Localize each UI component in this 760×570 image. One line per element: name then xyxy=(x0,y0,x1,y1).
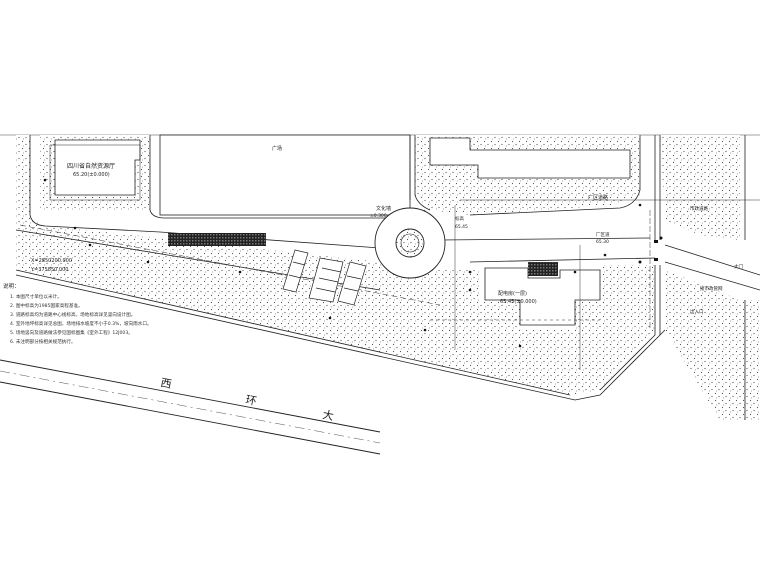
dimension-lines xyxy=(19,199,760,370)
level-elevation: 65.45 xyxy=(455,224,468,230)
coordinate-x: X=2850200.000 xyxy=(31,258,72,264)
coordinate-y: Y=375850.000 xyxy=(30,267,68,273)
building-left-label: 四川省自然资源厅 xyxy=(67,162,115,170)
roundabout-label: 文化墙 xyxy=(376,205,391,212)
road-name-char-3: 大 xyxy=(321,407,334,423)
notes-block: 说明： 1. 本图尺寸单位以米计。 2. 图中标高为1985国家高程基准。 3.… xyxy=(3,282,152,345)
hatched-equipment xyxy=(528,262,558,276)
gate-posts xyxy=(638,236,663,264)
plaza-label: 广场 xyxy=(272,145,282,152)
municipal-road-label: 市政道路 xyxy=(690,205,708,212)
gate-label: 大门 xyxy=(734,263,743,270)
note-line: 2. 图中标高为1985国家高程基准。 xyxy=(10,302,83,309)
note-line: 6. 未注明部分按相关规范执行。 xyxy=(10,338,76,345)
building-center-elevation: 65.45(±0.000) xyxy=(500,299,537,305)
main-avenue xyxy=(0,359,381,455)
municipal-sub-label: 接市政管网 xyxy=(700,285,723,292)
right-road-elevation: 65.30 xyxy=(596,239,609,245)
note-line: 5. 场地竖向及道路做法参见国标图集《室外工程》12J003。 xyxy=(10,329,133,336)
hatched-parking xyxy=(168,233,266,246)
roundabout xyxy=(374,207,446,279)
note-line: 1. 本图尺寸单位以米计。 xyxy=(10,293,62,300)
building-center-label: 配电房(一层) xyxy=(498,290,527,297)
survey-points xyxy=(43,178,642,348)
building-center xyxy=(484,267,601,326)
level-label: 标高 xyxy=(455,215,464,222)
roads xyxy=(15,135,760,420)
note-line: 4. 室外地坪标高详见总图，场地排水坡度不小于0.3%，坡向雨水口。 xyxy=(10,320,152,327)
stall-blocks xyxy=(282,249,367,306)
road-name-char-2: 环 xyxy=(244,393,257,408)
building-left-elevation: 65.20(±0.000) xyxy=(73,172,110,178)
road-name-char-1: 西 xyxy=(159,376,172,391)
plaza-area xyxy=(159,134,411,216)
roundabout-elevation: ±0.300 xyxy=(370,213,387,219)
notes-title: 说明： xyxy=(3,282,20,290)
note-line: 3. 道路标高均为道路中心线标高，场地标高详见竖向设计图。 xyxy=(10,311,135,318)
building-top-right xyxy=(429,137,631,179)
yard-label: 厂区道路 xyxy=(588,194,608,201)
right-road-label: 厂区道 xyxy=(596,231,610,238)
building-left xyxy=(49,139,141,201)
entry-label: 出入口 xyxy=(690,308,704,315)
